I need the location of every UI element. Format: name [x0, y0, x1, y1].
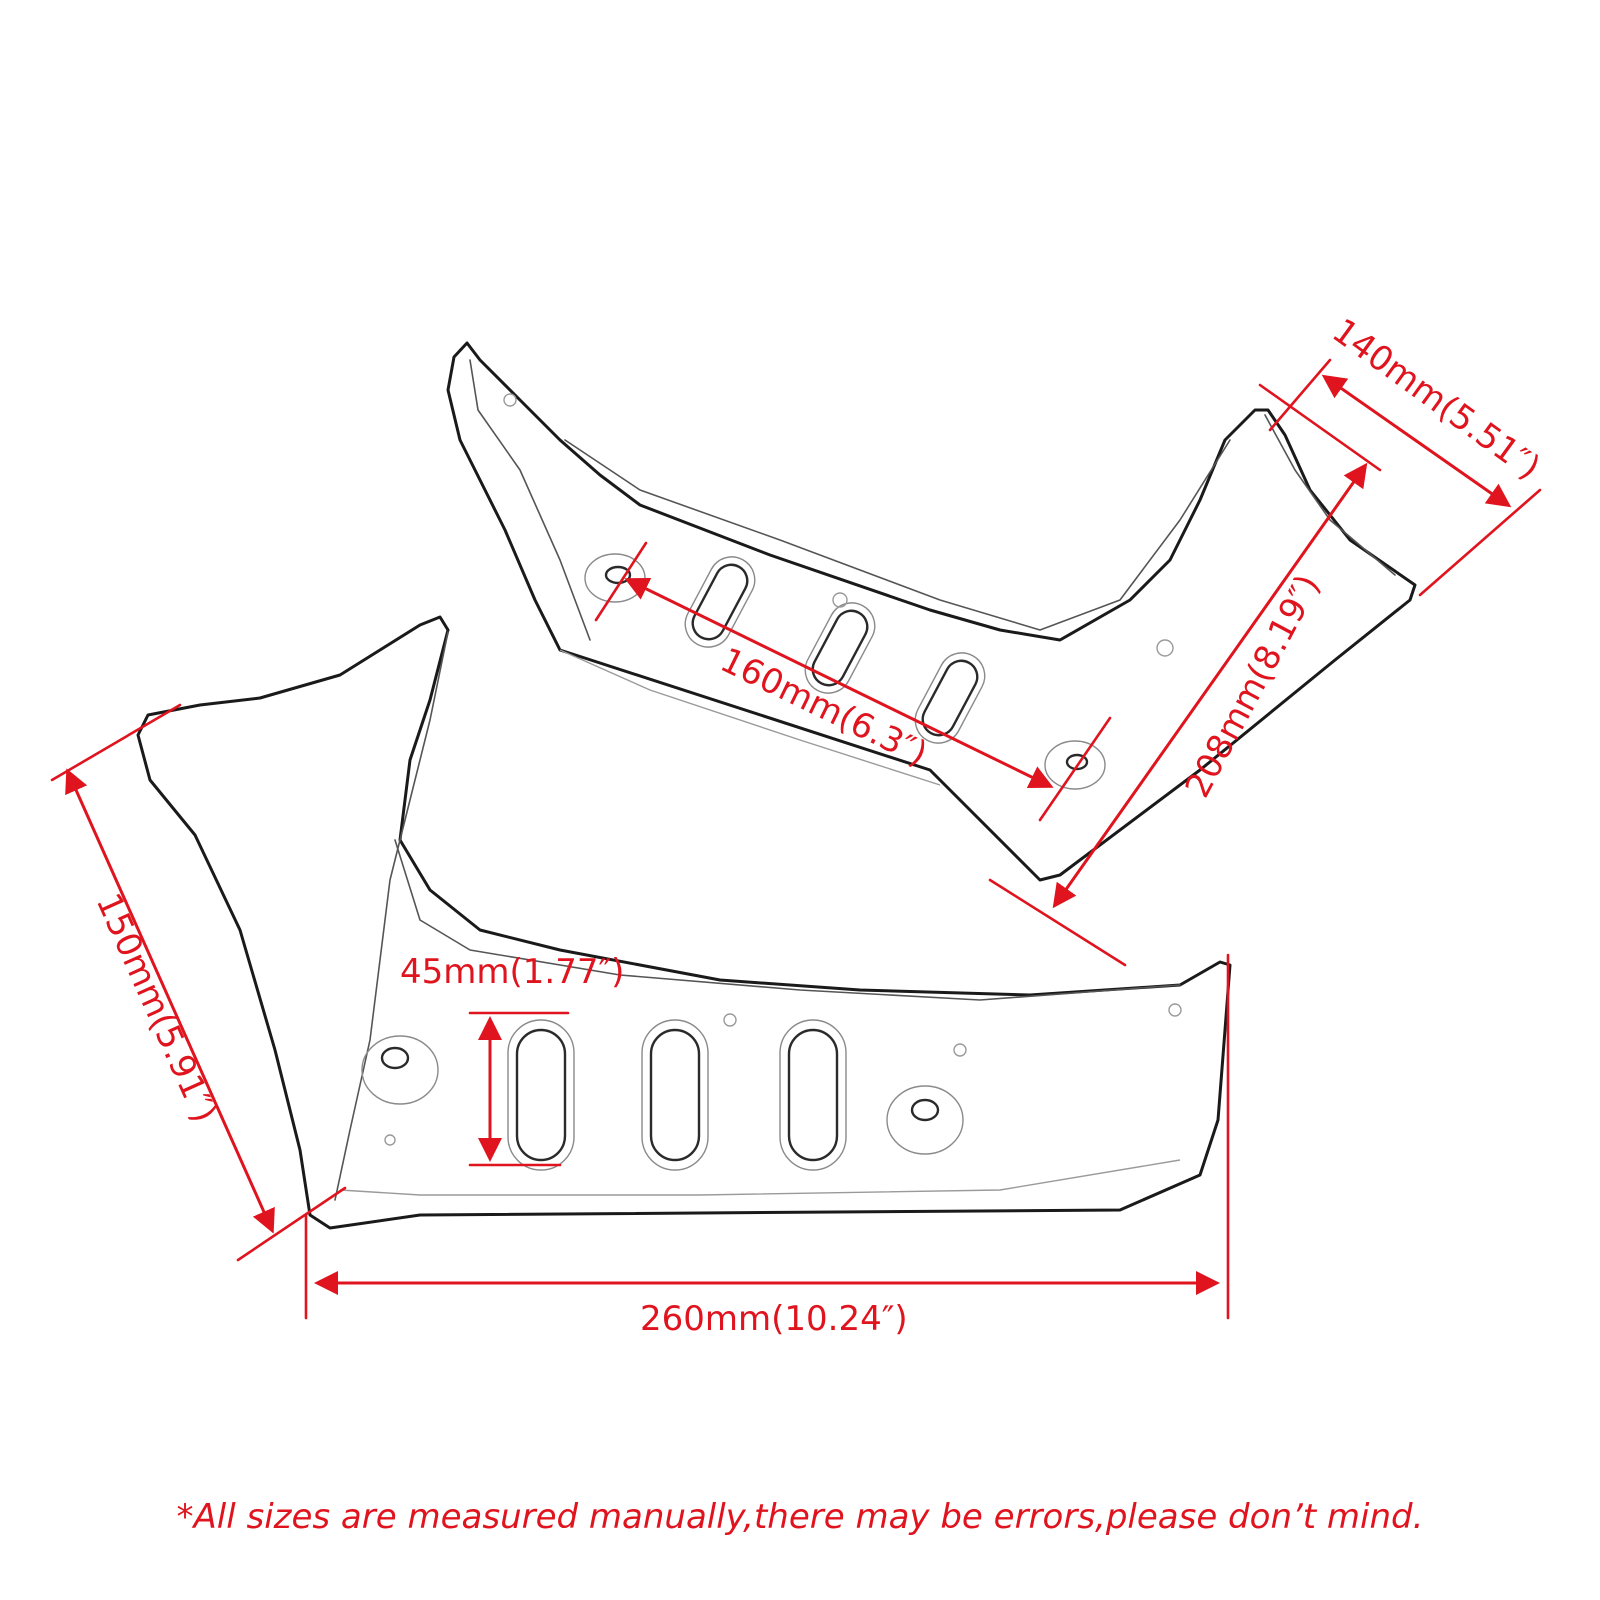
lower-mount-hole-left: [361, 1035, 439, 1105]
lower-rivet-4: [384, 1134, 396, 1146]
lower-slot-1: [507, 1019, 575, 1171]
dimension-lower-slot-height: 45mm(1.77″): [400, 952, 624, 1167]
lower-guard-bottom-fold: [339, 1159, 1181, 1196]
lower-rivet-1: [723, 1013, 737, 1027]
upper-rivet-1: [503, 393, 517, 407]
lower-mount-hole-right: [886, 1085, 964, 1155]
lower-length-label: 260mm(10.24″): [640, 1299, 908, 1339]
dimension-lower-length: 260mm(10.24″): [304, 953, 1230, 1339]
lower-guard-part: [136, 615, 1232, 1230]
measurement-disclaimer: *All sizes are measured manually,there m…: [176, 1497, 1424, 1537]
lower-height-label: 150mm(5.91″): [88, 887, 225, 1128]
lower-slot-height-label: 45mm(1.77″): [400, 952, 624, 992]
lower-slot-2: [641, 1019, 709, 1171]
upper-guard-inner-edge: [469, 359, 591, 641]
lower-guard-inner-edge: [334, 631, 449, 1201]
lower-slot-3: [779, 1019, 847, 1171]
lower-rivet-3: [1168, 1003, 1182, 1017]
lower-guard-fold-line: [394, 839, 1181, 1001]
lower-rivet-2: [953, 1043, 967, 1057]
